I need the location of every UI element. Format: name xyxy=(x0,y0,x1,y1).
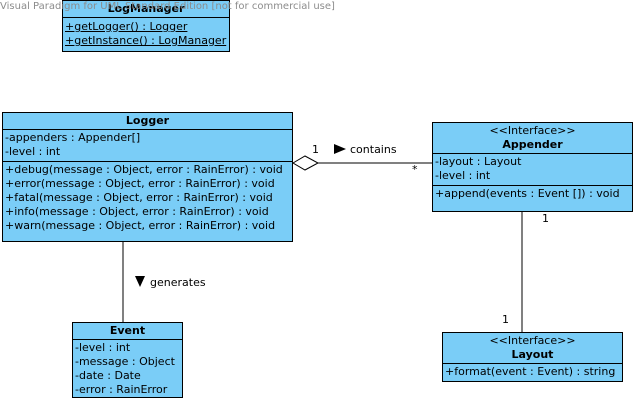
class-logmanager[interactable]: LogManager +getLogger() : Logger +getIns… xyxy=(62,0,230,52)
operation: +getInstance() : LogManager xyxy=(65,34,227,47)
generates-direction-arrow-icon xyxy=(135,276,145,287)
class-event[interactable]: Event -level : int -message : Object -da… xyxy=(72,322,183,398)
attribute: -error : RainError xyxy=(75,383,168,396)
attribute: -level : int xyxy=(5,145,61,158)
contains-direction-arrow-icon xyxy=(334,144,346,154)
operation: +append(events : Event []) : void xyxy=(435,187,620,200)
stereotype: <<Interface>> xyxy=(489,334,576,347)
attributes-section: -level : int -message : Object -date : D… xyxy=(73,339,182,399)
generates-label: generates xyxy=(150,276,206,289)
class-logger[interactable]: Logger -appenders : Appender[] -level : … xyxy=(2,112,293,242)
class-name: Appender xyxy=(502,138,563,151)
operations-section: +format(event : Event) : string xyxy=(443,363,622,381)
attributes-section: -layout : Layout -level : int xyxy=(433,153,632,185)
operation: +warn(message : Object, error : RainErro… xyxy=(5,219,276,232)
attribute: -date : Date xyxy=(75,369,141,382)
contains-target-multiplicity: * xyxy=(412,163,418,176)
appender-layout-source-multiplicity: 1 xyxy=(542,212,549,225)
attributes-section: -appenders : Appender[] -level : int xyxy=(3,129,292,161)
operation: +info(message : Object, error : RainErro… xyxy=(5,205,269,218)
operations-section: +debug(message : Object, error : RainErr… xyxy=(3,161,292,235)
interface-layout[interactable]: <<Interface>> Layout +format(event : Eve… xyxy=(442,332,623,382)
operation: +debug(message : Object, error : RainErr… xyxy=(5,163,283,176)
class-name: Logger xyxy=(125,114,170,127)
class-name: LogManager xyxy=(107,2,185,15)
attribute: -level : int xyxy=(435,169,491,182)
stereotype: <<Interface>> xyxy=(489,124,576,137)
contains-source-multiplicity: 1 xyxy=(312,143,319,156)
operations-section: +append(events : Event []) : void xyxy=(433,185,632,203)
class-name: Layout xyxy=(511,348,554,361)
operation: +format(event : Event) : string xyxy=(445,365,616,378)
attribute: -message : Object xyxy=(75,355,175,368)
interface-appender[interactable]: <<Interface>> Appender -layout : Layout … xyxy=(432,122,633,212)
operation: +fatal(message : Object, error : RainErr… xyxy=(5,191,273,204)
operations-section: +getLogger() : Logger +getInstance() : L… xyxy=(63,17,229,50)
attribute: -layout : Layout xyxy=(435,155,522,168)
appender-layout-target-multiplicity: 1 xyxy=(502,313,509,326)
aggregation-diamond-icon xyxy=(292,155,320,171)
contains-label: contains xyxy=(350,143,397,156)
attribute: -appenders : Appender[] xyxy=(5,131,141,144)
attribute: -level : int xyxy=(75,341,131,354)
operation: +getLogger() : Logger xyxy=(65,20,188,33)
class-name: Event xyxy=(109,324,146,337)
watermark: Visual Paradigm for UML Standard Edition… xyxy=(0,1,335,12)
operation: +error(message : Object, error : RainErr… xyxy=(5,177,275,190)
